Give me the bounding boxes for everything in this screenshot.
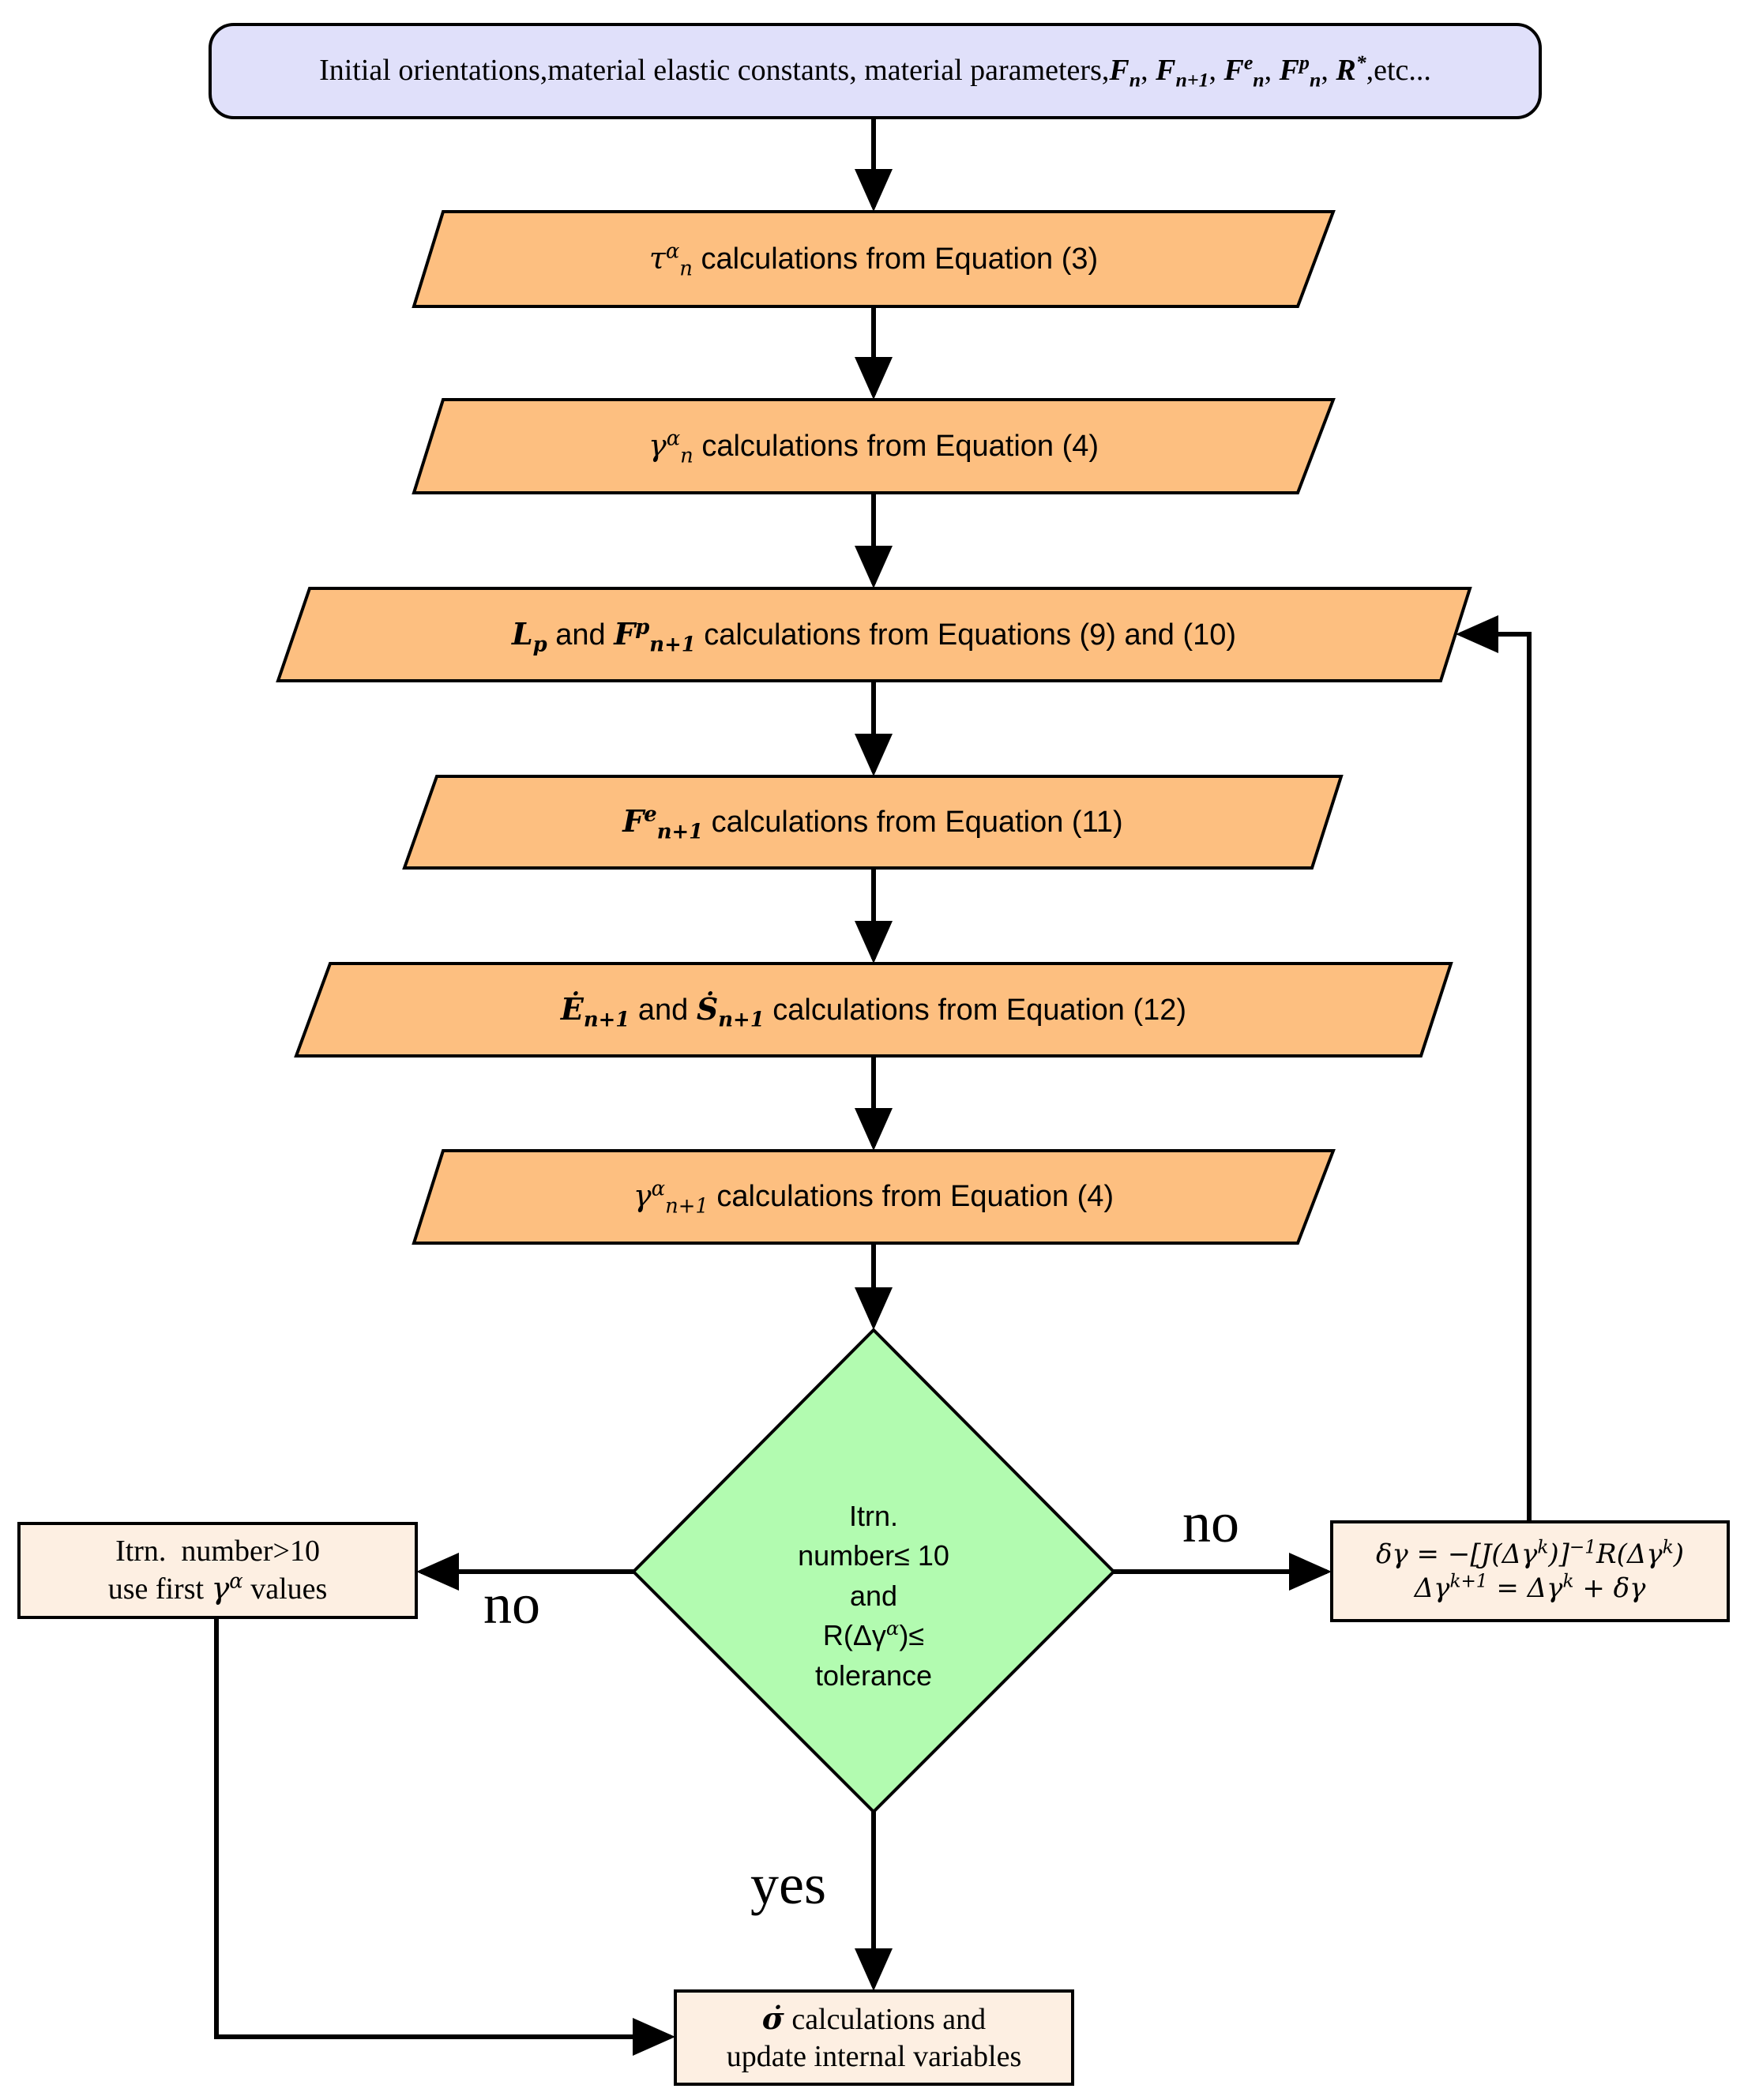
step-3-label: calculations from Equations (9) and (10) <box>695 618 1237 652</box>
step-2-text: γαn calculations from Equation (4) <box>648 426 1099 468</box>
arrow-left-box-to-end-box <box>214 1617 675 2056</box>
symbol-r-star: R <box>1336 54 1356 88</box>
step-5-label: calculations from Equation (12) <box>764 993 1187 1027</box>
step-6-label: calculations from Equation (4) <box>708 1180 1114 1214</box>
step-3-shape <box>276 587 1472 682</box>
decision-line-2: number≤ 10 <box>798 1539 949 1572</box>
right-box-text: δγ = −[J(Δγk)]−1R(Δγk) Δγk+1 = Δγk + δγ <box>1332 1522 1728 1621</box>
symbol-f-n1: F <box>1156 54 1176 88</box>
step-1-shape <box>412 210 1336 308</box>
edge-label-left-no: no <box>483 1572 540 1636</box>
step-2-label: calculations from Equation (4) <box>693 429 1099 463</box>
edge-label-yes: yes <box>750 1853 826 1916</box>
end-box-line-2: update internal variables <box>726 2040 1022 2073</box>
step-5-shape <box>294 962 1453 1058</box>
end-box-line-1: σ̇ calculations and <box>761 2000 987 2036</box>
step-5-text: Ėn+1 and Ṡn+1 calculations from Equation… <box>560 990 1187 1032</box>
left-box-line-1: Itrn. number>10 <box>115 1534 320 1568</box>
end-box-text: σ̇ calculations and update internal vari… <box>675 1991 1073 2084</box>
step-6-text: γαn+1 calculations from Equation (4) <box>633 1177 1114 1219</box>
decision-line-3: and <box>849 1579 898 1612</box>
decision-line-5: tolerance <box>814 1659 933 1692</box>
left-box-text: Itrn. number>10 use first γα values <box>19 1523 416 1617</box>
step-4-text: Fen+1 calculations from Equation (11) <box>622 802 1123 844</box>
decision-line-4: R(Δγα)≤ <box>822 1617 925 1652</box>
step-6-shape <box>412 1149 1336 1245</box>
step-1-text: ταn calculations from Equation (3) <box>648 239 1099 281</box>
step-1-label: calculations from Equation (3) <box>692 242 1099 276</box>
step-4-label: calculations from Equation (11) <box>703 806 1123 840</box>
end-box-shape <box>674 1989 1074 2086</box>
start-node-text: Initial orientations,material elastic co… <box>319 51 1431 92</box>
right-box-line-1: δγ = −[J(Δγk)]−1R(Δγk) <box>1375 1537 1685 1570</box>
edge-label-right-no: no <box>1182 1491 1239 1554</box>
step-3-text: Lp and Fpn+1 calculations from Equations… <box>511 615 1237 657</box>
decision-text: Itrn. number≤ 10 and R(Δγα)≤ tolerance <box>727 1497 1020 1710</box>
symbol-f-p: F <box>1279 54 1300 88</box>
symbol-f-e: F <box>1223 54 1244 88</box>
right-box-line-2: Δγk+1 = Δγk + δγ <box>1414 1571 1646 1604</box>
right-box-shape <box>1330 1520 1730 1622</box>
step-4-shape <box>402 775 1344 870</box>
decision-line-1: Itrn. <box>848 1500 898 1532</box>
start-lead: Initial orientations,material elastic co… <box>319 54 1110 88</box>
arrow-right-box-to-step3 <box>1456 615 1532 1522</box>
left-box-line-2: use first γα values <box>107 1569 328 1606</box>
start-tail: ,etc... <box>1366 54 1431 88</box>
step-2-shape <box>412 398 1336 494</box>
symbol-f-n: F <box>1109 54 1129 88</box>
